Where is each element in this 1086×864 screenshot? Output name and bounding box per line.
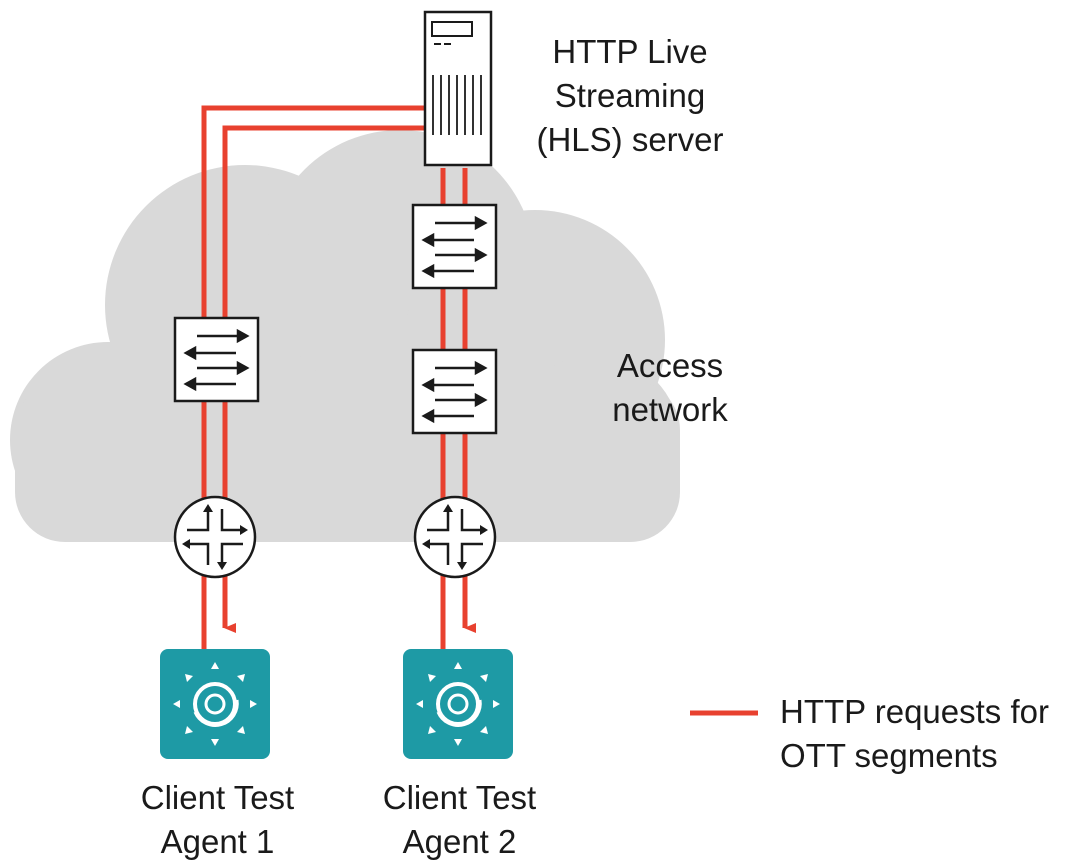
server-label-line: Streaming bbox=[554, 77, 706, 114]
router-icon bbox=[173, 495, 257, 579]
legend-label: HTTP requests for OTT segments bbox=[780, 690, 1049, 778]
test-agent-icon bbox=[160, 649, 270, 759]
access-network-label-line: network bbox=[612, 391, 728, 428]
server-label-line: (HLS) server bbox=[536, 121, 724, 158]
access-network-cloud bbox=[10, 130, 680, 542]
switch-icon bbox=[411, 348, 498, 435]
access-network-label: Access network bbox=[585, 344, 755, 432]
server-icon bbox=[423, 10, 493, 167]
agent-2-label: Client Test Agent 2 bbox=[352, 776, 567, 864]
agent-2-label-line: Client Test bbox=[382, 779, 537, 816]
agent-1-label-line: Client Test bbox=[140, 779, 295, 816]
server-label-line: HTTP Live bbox=[552, 33, 708, 70]
switch-icon bbox=[173, 316, 260, 403]
switch-icon bbox=[411, 203, 498, 290]
server-label: HTTP Live Streaming (HLS) server bbox=[515, 30, 745, 162]
legend-label-line: OTT segments bbox=[780, 737, 998, 774]
agent-1-label: Client Test Agent 1 bbox=[110, 776, 325, 864]
router-icon bbox=[413, 495, 497, 579]
legend-label-line: HTTP requests for bbox=[780, 693, 1049, 730]
agent-2-label-line: Agent 2 bbox=[402, 823, 517, 860]
access-network-label-line: Access bbox=[616, 347, 724, 384]
agent-1-label-line: Agent 1 bbox=[160, 823, 275, 860]
test-agent-icon bbox=[403, 649, 513, 759]
